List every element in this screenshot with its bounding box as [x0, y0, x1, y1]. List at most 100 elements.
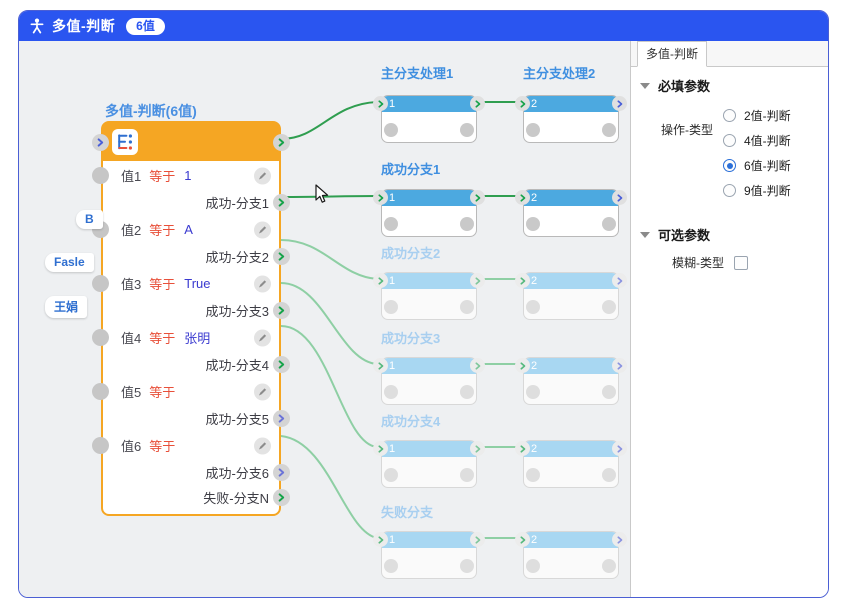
- radio-option-4[interactable]: 4值-判断: [723, 128, 791, 153]
- radio-6-value[interactable]: [723, 159, 736, 172]
- process-node-output-port[interactable]: [612, 96, 627, 111]
- process-node-input-port[interactable]: [373, 358, 388, 373]
- pencil-icon[interactable]: [254, 437, 271, 454]
- branch-row[interactable]: 成功-分支5: [103, 406, 290, 431]
- process-node-output-port[interactable]: [612, 441, 627, 456]
- value-input-port[interactable]: [92, 437, 109, 454]
- value-input-port[interactable]: [92, 383, 109, 400]
- branch-row[interactable]: 成功-分支4: [103, 352, 290, 377]
- branch-output-port[interactable]: [273, 356, 290, 373]
- pencil-icon[interactable]: [254, 221, 271, 238]
- process-node[interactable]: 2: [515, 531, 627, 579]
- process-node[interactable]: 2: [515, 189, 627, 237]
- fuzzy-type-checkbox[interactable]: [734, 255, 748, 270]
- app-window: 多值-判断 6值: [18, 10, 829, 598]
- process-node-body: 2: [523, 95, 619, 143]
- condition-row[interactable]: 值5 等于: [92, 377, 279, 406]
- main-node-input-port[interactable]: [92, 134, 109, 151]
- node-corner-dot: [460, 559, 474, 573]
- process-node[interactable]: 1: [373, 189, 485, 237]
- process-node-output-port[interactable]: [612, 190, 627, 205]
- value-badge[interactable]: Fasle: [45, 253, 94, 272]
- process-node-output-port[interactable]: [612, 273, 627, 288]
- branch-output-port[interactable]: [273, 464, 290, 481]
- condition-row[interactable]: 值3 等于 True: [92, 269, 279, 298]
- process-node-body: 2: [523, 272, 619, 320]
- branch-row[interactable]: 成功-分支2: [103, 244, 290, 269]
- process-node-output-port[interactable]: [470, 96, 485, 111]
- branch-output-port[interactable]: [273, 410, 290, 427]
- radio-4-value[interactable]: [723, 134, 736, 147]
- process-node-body: 2: [523, 531, 619, 579]
- process-node[interactable]: 1: [373, 357, 485, 405]
- condition-row[interactable]: 值4 等于 张明: [92, 323, 279, 352]
- value-input-port[interactable]: [92, 329, 109, 346]
- value-input-port[interactable]: [92, 167, 109, 184]
- process-node[interactable]: 2: [515, 440, 627, 488]
- process-node-output-port[interactable]: [470, 532, 485, 547]
- process-node-input-port[interactable]: [373, 441, 388, 456]
- branch-output-port[interactable]: [273, 248, 290, 265]
- process-node-input-port[interactable]: [373, 532, 388, 547]
- process-node-output-port[interactable]: [612, 532, 627, 547]
- window-title-badge: 6值: [126, 17, 165, 35]
- process-node[interactable]: 1: [373, 272, 485, 320]
- main-decision-node[interactable]: 值1 等于 1 成功-分支1: [92, 121, 290, 516]
- radio-9-value[interactable]: [723, 184, 736, 197]
- main-node-header[interactable]: [92, 123, 290, 161]
- triangle-down-icon[interactable]: [640, 82, 650, 89]
- section-required-params[interactable]: 必填参数: [631, 67, 828, 99]
- triangle-down-icon[interactable]: [640, 231, 650, 238]
- branch-row[interactable]: 成功-分支1: [103, 190, 290, 215]
- pencil-icon[interactable]: [254, 275, 271, 292]
- branch-row-fail[interactable]: 失败-分支N: [103, 485, 290, 510]
- pencil-icon[interactable]: [254, 383, 271, 400]
- radio-option-9[interactable]: 9值-判断: [723, 178, 791, 203]
- condition-operator: 等于: [149, 223, 176, 238]
- condition-row[interactable]: 值6 等于: [92, 431, 279, 460]
- main-node-rows: 值1 等于 1 成功-分支1: [92, 161, 290, 514]
- value-input-port[interactable]: [92, 275, 109, 292]
- process-node[interactable]: 1: [373, 95, 485, 143]
- process-node-input-port[interactable]: [373, 273, 388, 288]
- process-node[interactable]: 2: [515, 95, 627, 143]
- value-badge[interactable]: B: [76, 210, 103, 229]
- section-optional-params[interactable]: 可选参数: [631, 203, 828, 248]
- condition-row[interactable]: 值2 等于 A: [92, 215, 279, 244]
- process-node-input-port[interactable]: [515, 358, 530, 373]
- process-node-input-port[interactable]: [515, 441, 530, 456]
- process-node-output-port[interactable]: [470, 441, 485, 456]
- process-node-header: 1: [382, 532, 476, 548]
- process-node-output-port[interactable]: [612, 358, 627, 373]
- branch-output-port-fail[interactable]: [273, 489, 290, 506]
- main-node-output-port[interactable]: [273, 134, 290, 151]
- process-node-output-port[interactable]: [470, 358, 485, 373]
- process-node-input-port[interactable]: [515, 96, 530, 111]
- value-badge[interactable]: 王娟: [45, 296, 88, 318]
- branch-output-port[interactable]: [273, 194, 290, 211]
- node-corner-dot: [526, 559, 540, 573]
- process-node-output-port[interactable]: [470, 273, 485, 288]
- branch-row[interactable]: 成功-分支3: [103, 298, 290, 323]
- condition-row[interactable]: 值1 等于 1: [92, 161, 279, 190]
- process-node[interactable]: 2: [515, 272, 627, 320]
- process-node-input-port[interactable]: [373, 190, 388, 205]
- process-node[interactable]: 2: [515, 357, 627, 405]
- tab-multi-value-decision[interactable]: 多值-判断: [637, 41, 707, 67]
- process-node-input-port[interactable]: [515, 273, 530, 288]
- process-node-input-port[interactable]: [373, 96, 388, 111]
- condition-operator: 等于: [149, 169, 176, 184]
- process-node[interactable]: 1: [373, 440, 485, 488]
- branch-output-port[interactable]: [273, 302, 290, 319]
- flow-canvas[interactable]: 多值-判断(6值): [19, 41, 630, 597]
- radio-2-value[interactable]: [723, 109, 736, 122]
- pencil-icon[interactable]: [254, 329, 271, 346]
- process-node-input-port[interactable]: [515, 190, 530, 205]
- branch-row[interactable]: 成功-分支6: [103, 460, 290, 485]
- process-node-output-port[interactable]: [470, 190, 485, 205]
- pencil-icon[interactable]: [254, 167, 271, 184]
- process-node-input-port[interactable]: [515, 532, 530, 547]
- radio-option-2[interactable]: 2值-判断: [723, 103, 791, 128]
- process-node[interactable]: 1: [373, 531, 485, 579]
- radio-option-6[interactable]: 6值-判断: [723, 153, 791, 178]
